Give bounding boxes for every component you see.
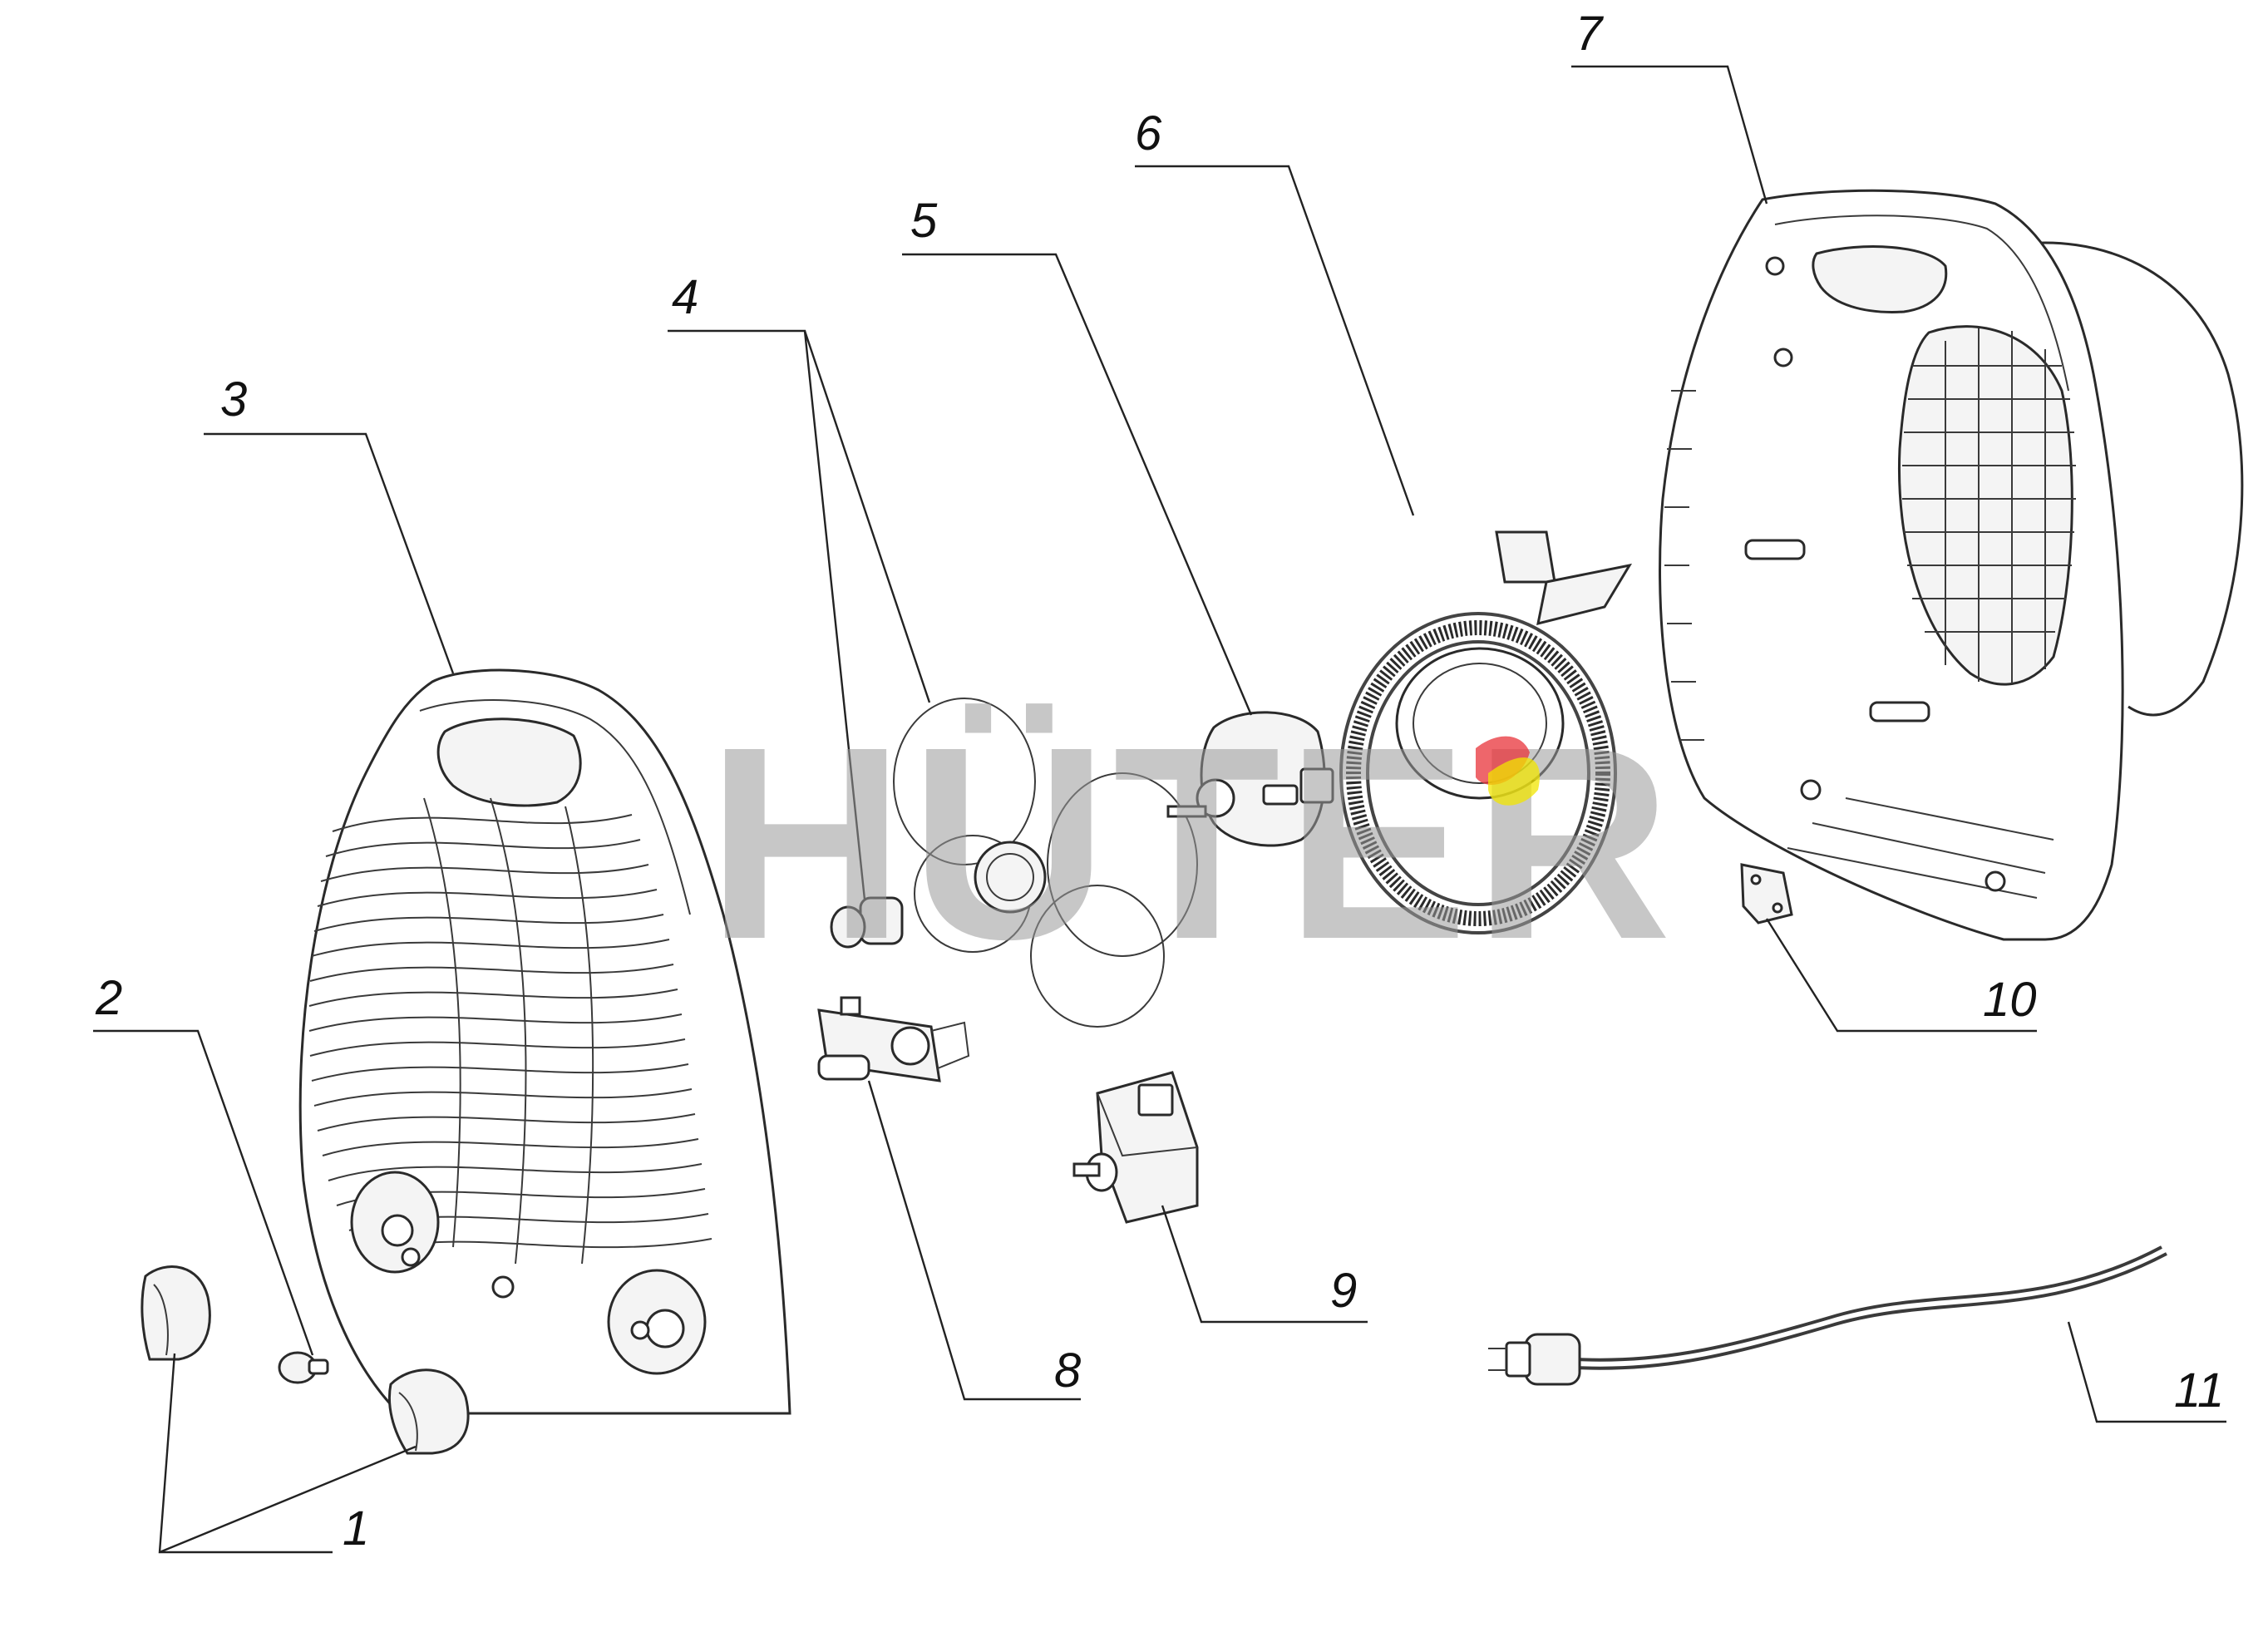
watermark-text: HÜTER <box>707 689 1677 996</box>
part-7-rear-housing <box>1659 189 2244 941</box>
part-2-indicator-pin <box>278 1351 329 1384</box>
part-8-thermostat <box>817 996 970 1082</box>
callout-3: 3 <box>220 372 247 427</box>
part-1-knobs <box>141 1265 470 1455</box>
callout-4: 4 <box>672 270 698 324</box>
part-6-heating-coil <box>1339 530 1633 934</box>
callout-2: 2 <box>95 971 122 1025</box>
callout-5: 5 <box>910 194 938 248</box>
callout-6: 6 <box>1135 106 1162 160</box>
part-11-power-cord <box>1488 1245 2167 1386</box>
callout-10: 10 <box>1983 973 2037 1027</box>
huter-watermark-logo: HÜTER <box>707 689 1677 996</box>
part-4-fan-blade <box>830 698 1198 1028</box>
callout-1: 1 <box>343 1501 369 1556</box>
leader-lines <box>93 65 2226 1554</box>
part-9-rotary-switch <box>1072 1071 1199 1224</box>
part-5-motor <box>1166 711 1334 847</box>
callout-labels: 1 2 3 4 5 6 7 8 9 10 11 <box>95 7 2224 1556</box>
part-3-front-housing <box>298 668 791 1415</box>
callout-11: 11 <box>2174 1363 2224 1418</box>
callout-7: 7 <box>1575 7 1605 61</box>
logo-swoosh-yellow-icon <box>1488 757 1540 806</box>
callout-9: 9 <box>1330 1264 1357 1318</box>
callout-8: 8 <box>1054 1344 1081 1398</box>
part-10-mounting-plate <box>1740 863 1793 925</box>
